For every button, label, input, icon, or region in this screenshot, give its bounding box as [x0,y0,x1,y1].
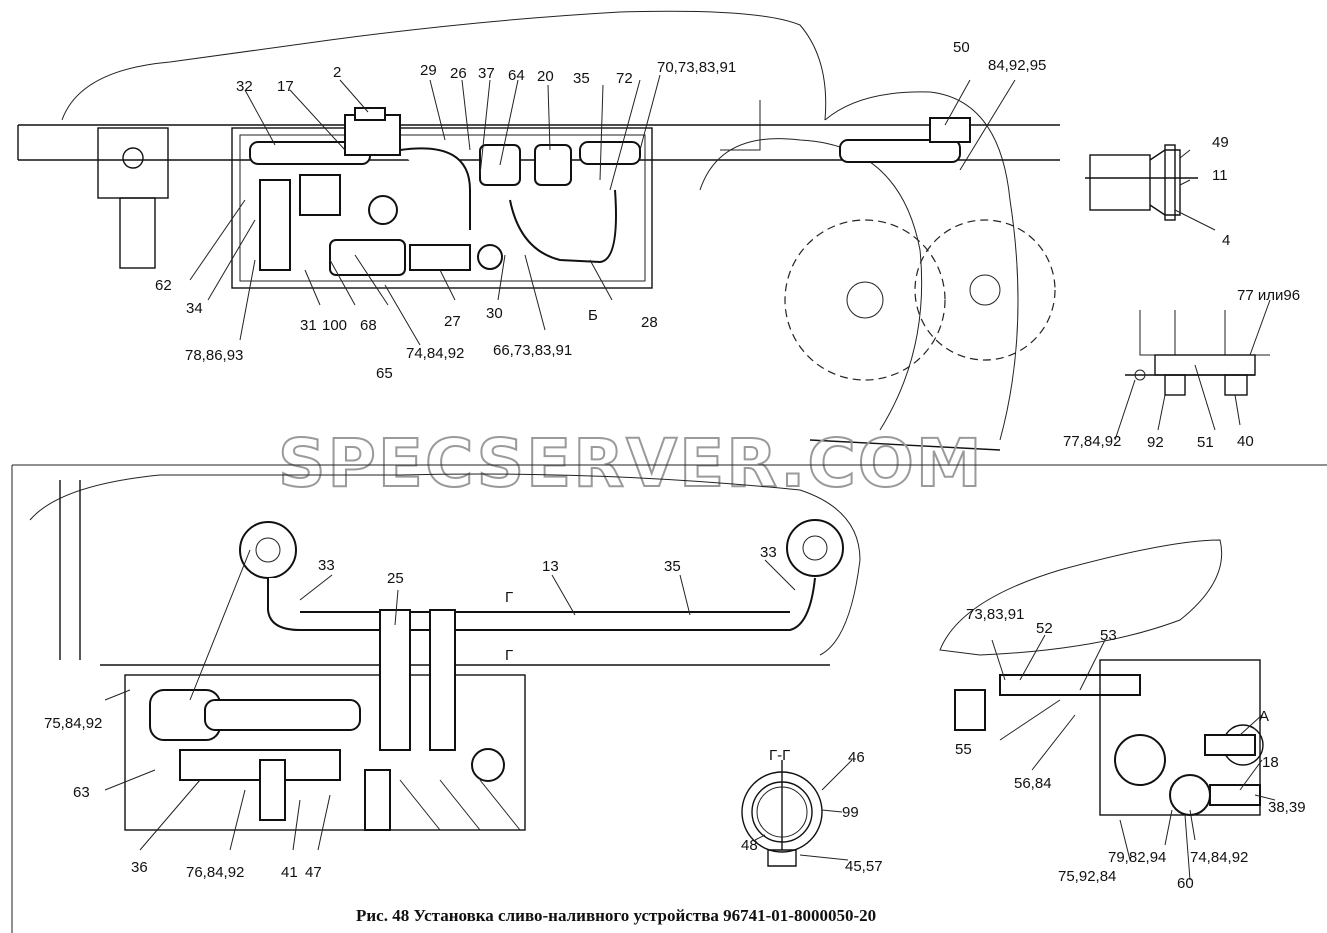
label: 34 [186,300,203,317]
label: 2 [333,64,341,81]
label: 40 [1237,433,1254,450]
label: 68 [360,317,377,334]
label: 78,86,93 [185,347,243,364]
label: 4 [1222,232,1230,249]
detail-b-labels: 49 11 4 [1212,134,1230,249]
label: 50 [953,39,970,56]
label: 38,39 [1268,799,1306,816]
label: 53 [1100,627,1117,644]
label: 100 [322,317,347,334]
label: 48 [741,837,758,854]
label: 49 [1212,134,1229,151]
side-view-labels: 73,83,91 52 53 A 18 55 56,84 79,82,94 74… [955,606,1306,892]
label: 99 [842,804,859,821]
label: 46 [848,749,865,766]
label: 45,57 [845,858,883,875]
bottom-view-labels: 33 25 13 35 33 Г Г 75,84,92 63 36 76,84,… [44,544,777,881]
label: A [1259,708,1269,725]
label: 72 [616,70,633,87]
label: Г [505,647,513,664]
label: 74,84,92 [406,345,464,362]
bottom-view [11,464,1327,933]
label: 56,84 [1014,775,1052,792]
label: 62 [155,277,172,294]
section-gg-labels: Г-Г 46 99 48 45,57 [741,747,883,875]
label: 20 [537,68,554,85]
label: 28 [641,314,658,331]
label: 37 [478,65,495,82]
label: 35 [664,558,681,575]
label: 66,73,83,91 [493,342,572,359]
label: 27 [444,313,461,330]
label: 18 [1262,754,1279,771]
label: 77,84,92 [1063,433,1121,450]
label: 64 [508,67,525,84]
label: 33 [318,557,335,574]
label: 31 [300,317,317,334]
label: 63 [73,784,90,801]
label: 29 [420,62,437,79]
label: 76,84,92 [186,864,244,881]
detail-a [1125,310,1270,396]
label: 84,92,95 [988,57,1046,74]
label: 41 [281,864,298,881]
section-title: Г-Г [769,747,790,764]
label: 17 [277,78,294,95]
label: 26 [450,65,467,82]
watermark: SPECSERVER.COM [278,425,984,502]
label: 73,83,91 [966,606,1024,623]
label: 30 [486,305,503,322]
label: 25 [387,570,404,587]
label: 92 [1147,434,1164,451]
side-view [939,539,1264,816]
label: 55 [955,741,972,758]
label: 79,82,94 [1108,849,1166,866]
label: 11 [1212,167,1228,184]
label: 36 [131,859,148,876]
label: 65 [376,365,393,382]
label: 75,92,84 [1058,868,1116,885]
label: Г [505,589,513,606]
label: 75,84,92 [44,715,102,732]
label: 51 [1197,434,1214,451]
label: 33 [760,544,777,561]
label: 60 [1177,875,1194,892]
label: 74,84,92 [1190,849,1248,866]
detail-a-labels: 77 или96 77,84,92 92 51 40 [1063,287,1300,451]
label: Б [588,307,598,324]
label: 47 [305,864,322,881]
detail-b [1085,144,1198,221]
leader-lines [104,74,1276,881]
label: 70,73,83,91 [657,59,736,76]
label: 32 [236,78,253,95]
label: 52 [1036,620,1053,637]
figure-caption: Рис. 48 Установка сливо-наливного устрой… [356,906,876,925]
section-gg [741,760,823,867]
label: 13 [542,558,559,575]
top-view-labels: 2 17 32 29 26 37 64 20 35 72 70,73,83,91… [155,39,1046,382]
label: 35 [573,70,590,87]
label: 77 или96 [1237,287,1300,304]
